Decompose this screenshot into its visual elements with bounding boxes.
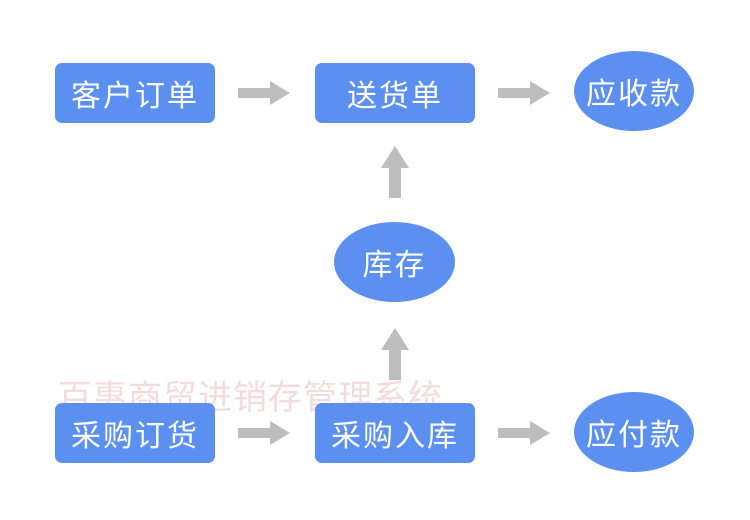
node-payable: 应付款 xyxy=(574,392,694,472)
node-receivable: 应收款 xyxy=(574,51,694,131)
arrow-up-2 xyxy=(381,328,409,380)
node-purchase-receipt: 采购入库 xyxy=(315,403,475,463)
node-purchase-order: 采购订货 xyxy=(55,403,215,463)
node-delivery-note: 送货单 xyxy=(315,63,475,123)
arrow-right-4 xyxy=(498,421,550,445)
node-inventory: 库存 xyxy=(334,222,455,302)
arrow-up-1 xyxy=(381,146,409,198)
arrow-right-2 xyxy=(498,81,550,105)
arrow-right-1 xyxy=(238,81,290,105)
node-customer-order: 客户订单 xyxy=(55,63,215,123)
arrow-right-3 xyxy=(238,421,290,445)
